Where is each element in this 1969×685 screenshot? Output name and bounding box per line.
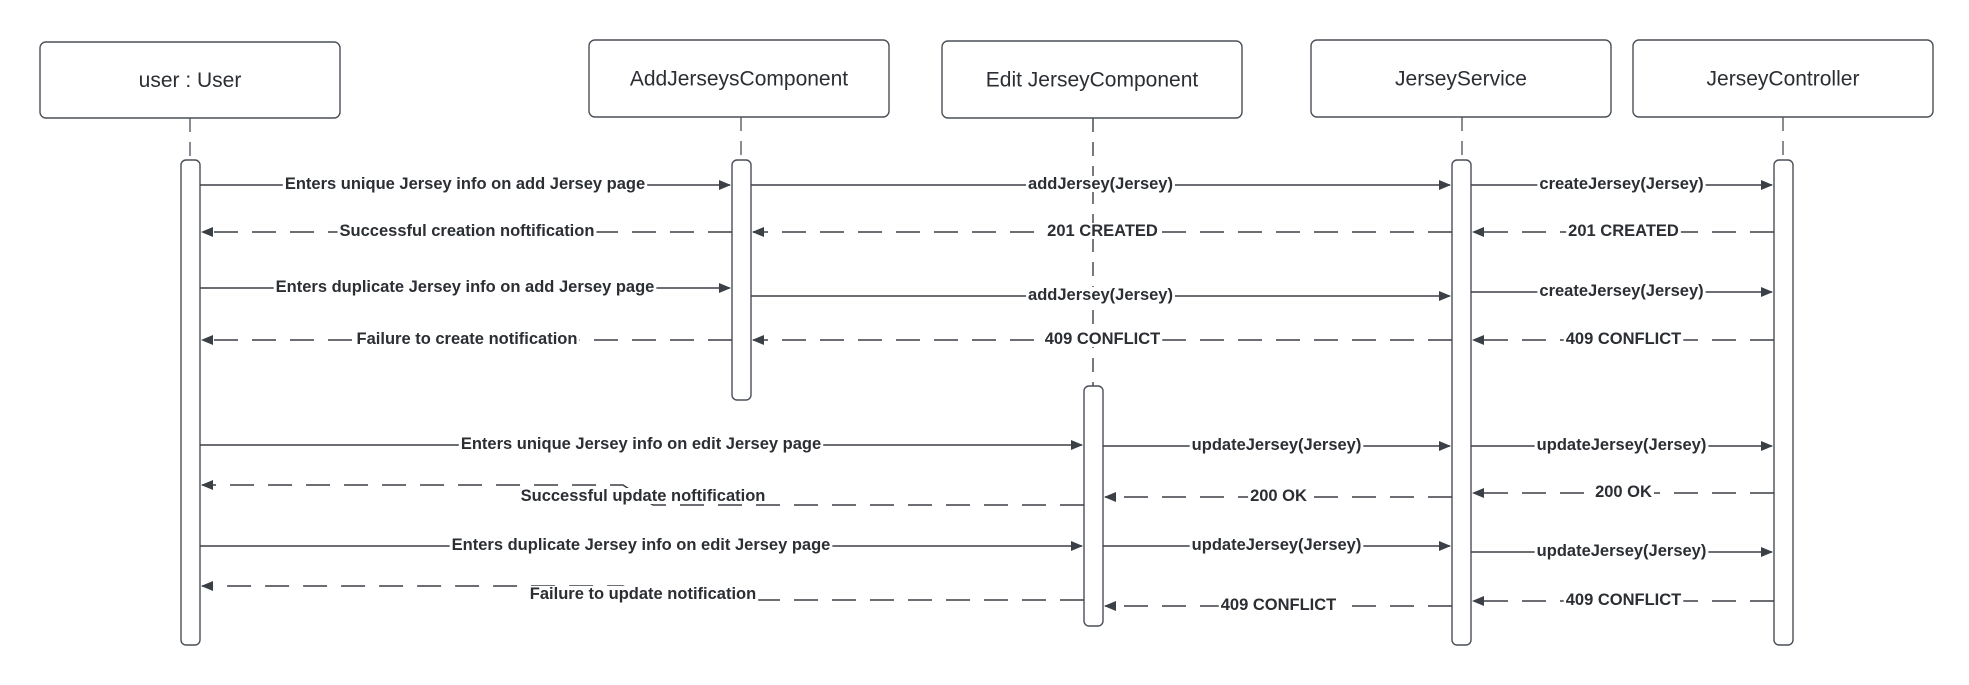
participant-box bbox=[588, 39, 890, 118]
participant-user[interactable]: user : User bbox=[39, 41, 341, 119]
message-19[interactable]: Enters duplicate Jersey info on edit Jer… bbox=[200, 536, 1083, 554]
message-16[interactable]: 200 OK bbox=[1472, 483, 1774, 501]
message-15[interactable]: updateJersey(Jersey) bbox=[1471, 436, 1773, 454]
message-label-background bbox=[1045, 223, 1160, 239]
message-label: Successful update noftification bbox=[521, 487, 766, 505]
message-12[interactable]: Failure to create notification bbox=[201, 330, 732, 348]
message-11[interactable]: 409 CONFLICT bbox=[752, 330, 1452, 348]
message-label-background bbox=[1537, 283, 1706, 299]
participant-box bbox=[1310, 39, 1612, 118]
participant-label: JerseyController bbox=[1707, 68, 1860, 91]
participant-box bbox=[941, 40, 1243, 119]
message-label-background bbox=[1563, 592, 1684, 608]
message-label-background bbox=[1593, 484, 1655, 500]
message-label-background bbox=[1042, 331, 1163, 347]
message-3[interactable]: createJersey(Jersey) bbox=[1471, 175, 1773, 193]
message-21[interactable]: updateJersey(Jersey) bbox=[1471, 542, 1773, 560]
message-17[interactable]: 200 OK bbox=[1104, 487, 1452, 505]
message-6[interactable]: Successful creation noftification bbox=[201, 222, 732, 240]
message-label-background bbox=[1248, 488, 1310, 504]
message-label: addJersey(Jersey) bbox=[1028, 286, 1173, 304]
message-label-background bbox=[527, 586, 759, 602]
message-label: Enters unique Jersey info on add Jersey … bbox=[285, 175, 645, 193]
message-24[interactable]: Failure to update notification bbox=[201, 581, 1084, 603]
message-label: updateJersey(Jersey) bbox=[1537, 436, 1707, 454]
message-label-background bbox=[1218, 597, 1339, 613]
message-label: 409 CONFLICT bbox=[1221, 596, 1337, 614]
message-7[interactable]: Enters duplicate Jersey info on add Jers… bbox=[200, 278, 731, 296]
participant-service[interactable]: JerseyService bbox=[1310, 39, 1612, 118]
message-label-background bbox=[1537, 176, 1706, 192]
message-label: 201 CREATED bbox=[1568, 222, 1679, 240]
activation-bar-add bbox=[731, 159, 752, 401]
message-1[interactable]: Enters unique Jersey info on add Jersey … bbox=[200, 175, 731, 193]
message-label: 409 CONFLICT bbox=[1045, 330, 1161, 348]
message-label: addJersey(Jersey) bbox=[1028, 175, 1173, 193]
message-label-background bbox=[337, 223, 597, 239]
message-9[interactable]: createJersey(Jersey) bbox=[1471, 282, 1773, 300]
message-label-background bbox=[458, 436, 824, 452]
message-label-background bbox=[1026, 176, 1175, 192]
message-label-background bbox=[282, 176, 648, 192]
activation-bar-service bbox=[1451, 159, 1472, 646]
message-label: updateJersey(Jersey) bbox=[1192, 436, 1362, 454]
message-5[interactable]: 201 CREATED bbox=[752, 222, 1452, 240]
participant-box bbox=[1632, 39, 1934, 118]
participant-label: AddJerseysComponent bbox=[630, 68, 848, 91]
message-label: 200 OK bbox=[1595, 483, 1652, 501]
message-label-background bbox=[273, 279, 657, 295]
message-label: 200 OK bbox=[1250, 487, 1307, 505]
message-14[interactable]: updateJersey(Jersey) bbox=[1103, 436, 1451, 454]
message-8[interactable]: addJersey(Jersey) bbox=[751, 286, 1451, 304]
activation-bar-edit bbox=[1083, 385, 1104, 627]
message-label: createJersey(Jersey) bbox=[1539, 282, 1703, 300]
participant-label: JerseyService bbox=[1395, 68, 1527, 91]
message-label-background bbox=[1563, 331, 1684, 347]
message-label: Failure to create notification bbox=[357, 330, 578, 348]
participant-label: user : User bbox=[139, 69, 242, 92]
message-23[interactable]: 409 CONFLICT bbox=[1104, 596, 1452, 614]
message-label-background bbox=[1026, 287, 1175, 303]
message-label: Failure to update notification bbox=[530, 585, 756, 603]
message-label: Enters duplicate Jersey info on edit Jer… bbox=[452, 536, 831, 554]
message-label-background bbox=[1189, 437, 1364, 453]
message-label-background bbox=[1189, 537, 1364, 553]
message-label: updateJersey(Jersey) bbox=[1192, 536, 1362, 554]
participant-add[interactable]: AddJerseysComponent bbox=[588, 39, 890, 118]
message-label: Successful creation noftification bbox=[340, 222, 595, 240]
message-13[interactable]: Enters unique Jersey info on edit Jersey… bbox=[200, 435, 1083, 453]
message-label: updateJersey(Jersey) bbox=[1537, 542, 1707, 560]
message-20[interactable]: updateJersey(Jersey) bbox=[1103, 536, 1451, 554]
message-label-background bbox=[1534, 543, 1709, 559]
message-22[interactable]: 409 CONFLICT bbox=[1472, 591, 1774, 609]
activation-bar-user bbox=[180, 159, 201, 646]
message-label: 201 CREATED bbox=[1047, 222, 1158, 240]
message-10[interactable]: 409 CONFLICT bbox=[1472, 330, 1774, 348]
message-label-background bbox=[354, 331, 580, 347]
message-label: createJersey(Jersey) bbox=[1539, 175, 1703, 193]
message-4[interactable]: 201 CREATED bbox=[1472, 222, 1774, 240]
message-label-background bbox=[449, 537, 833, 553]
message-label: 409 CONFLICT bbox=[1566, 591, 1682, 609]
message-18[interactable]: Successful update noftification bbox=[201, 480, 1084, 506]
message-label: Enters duplicate Jersey info on add Jers… bbox=[276, 278, 655, 296]
message-label: Enters unique Jersey info on edit Jersey… bbox=[461, 435, 821, 453]
message-label-background bbox=[1534, 437, 1709, 453]
message-label: 409 CONFLICT bbox=[1566, 330, 1682, 348]
message-label-background bbox=[518, 488, 768, 504]
activation-bar-controller bbox=[1773, 159, 1794, 646]
participant-box bbox=[39, 41, 341, 119]
participant-controller[interactable]: JerseyController bbox=[1632, 39, 1934, 118]
message-2[interactable]: addJersey(Jersey) bbox=[751, 175, 1451, 193]
message-label-background bbox=[1566, 223, 1681, 239]
participant-label: Edit JerseyComponent bbox=[986, 69, 1199, 92]
participant-edit[interactable]: Edit JerseyComponent bbox=[941, 40, 1243, 119]
